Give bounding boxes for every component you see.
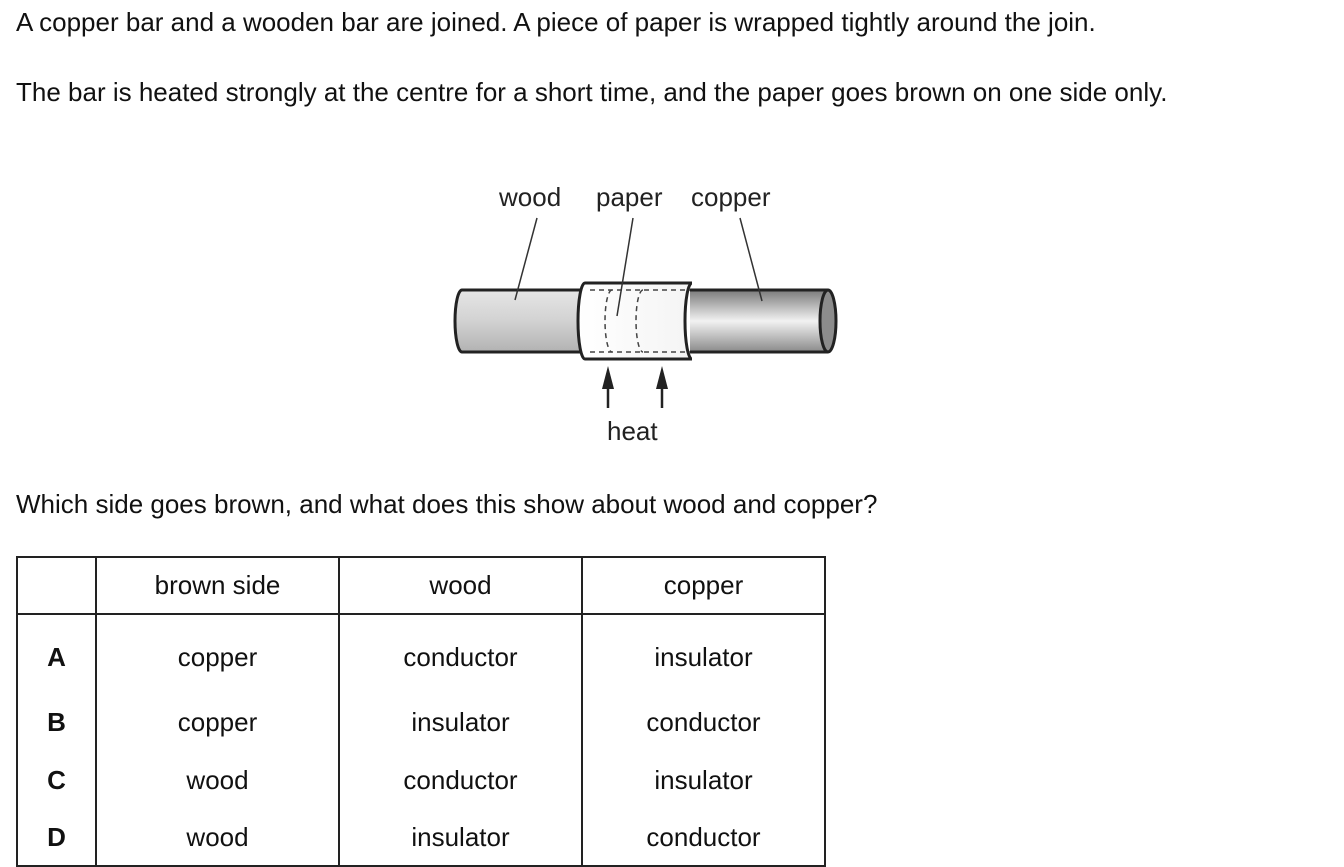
- header-wood: wood: [338, 556, 583, 615]
- option-copper: insulator: [581, 751, 826, 809]
- table-row[interactable]: B copper insulator conductor: [16, 693, 826, 751]
- table-header-row: brown side wood copper: [16, 556, 826, 615]
- label-heat: heat: [607, 416, 658, 446]
- bar-diagram: wood paper copper heat: [453, 182, 838, 446]
- option-copper: conductor: [581, 693, 826, 751]
- label-copper: copper: [691, 182, 771, 212]
- header-key: [16, 556, 97, 615]
- heat-arrow-right: [656, 366, 668, 408]
- option-wood: insulator: [338, 809, 583, 867]
- option-copper: insulator: [581, 614, 826, 693]
- option-key[interactable]: D: [16, 809, 97, 867]
- option-key[interactable]: A: [16, 614, 97, 693]
- option-copper: conductor: [581, 809, 826, 867]
- option-brown-side: wood: [95, 751, 340, 809]
- heat-arrow-left: [602, 366, 614, 408]
- option-key[interactable]: B: [16, 693, 97, 751]
- option-wood: insulator: [338, 693, 583, 751]
- label-wood: wood: [498, 182, 561, 212]
- question-intro: A copper bar and a wooden bar are joined…: [16, 7, 1096, 37]
- table-row[interactable]: C wood conductor insulator: [16, 751, 826, 809]
- question-prompt: Which side goes brown, and what does thi…: [16, 489, 878, 519]
- header-brown-side: brown side: [95, 556, 340, 615]
- question-setup: The bar is heated strongly at the centre…: [16, 77, 1168, 107]
- label-paper: paper: [596, 182, 663, 212]
- option-wood: conductor: [338, 614, 583, 693]
- header-copper: copper: [581, 556, 826, 615]
- option-brown-side: wood: [95, 809, 340, 867]
- table-row[interactable]: A copper conductor insulator: [16, 614, 826, 693]
- option-brown-side: copper: [95, 693, 340, 751]
- table-row[interactable]: D wood insulator conductor: [16, 809, 826, 867]
- option-key[interactable]: C: [16, 751, 97, 809]
- leader-copper: [739, 217, 763, 302]
- wood-bar: [453, 288, 587, 354]
- option-wood: conductor: [338, 751, 583, 809]
- paper-wrap: [576, 281, 693, 361]
- answer-table: brown side wood copper A copper conducto…: [16, 556, 826, 867]
- copper-bar: [690, 288, 838, 354]
- leader-paper: [616, 217, 634, 317]
- leader-wood: [514, 217, 538, 301]
- option-brown-side: copper: [95, 614, 340, 693]
